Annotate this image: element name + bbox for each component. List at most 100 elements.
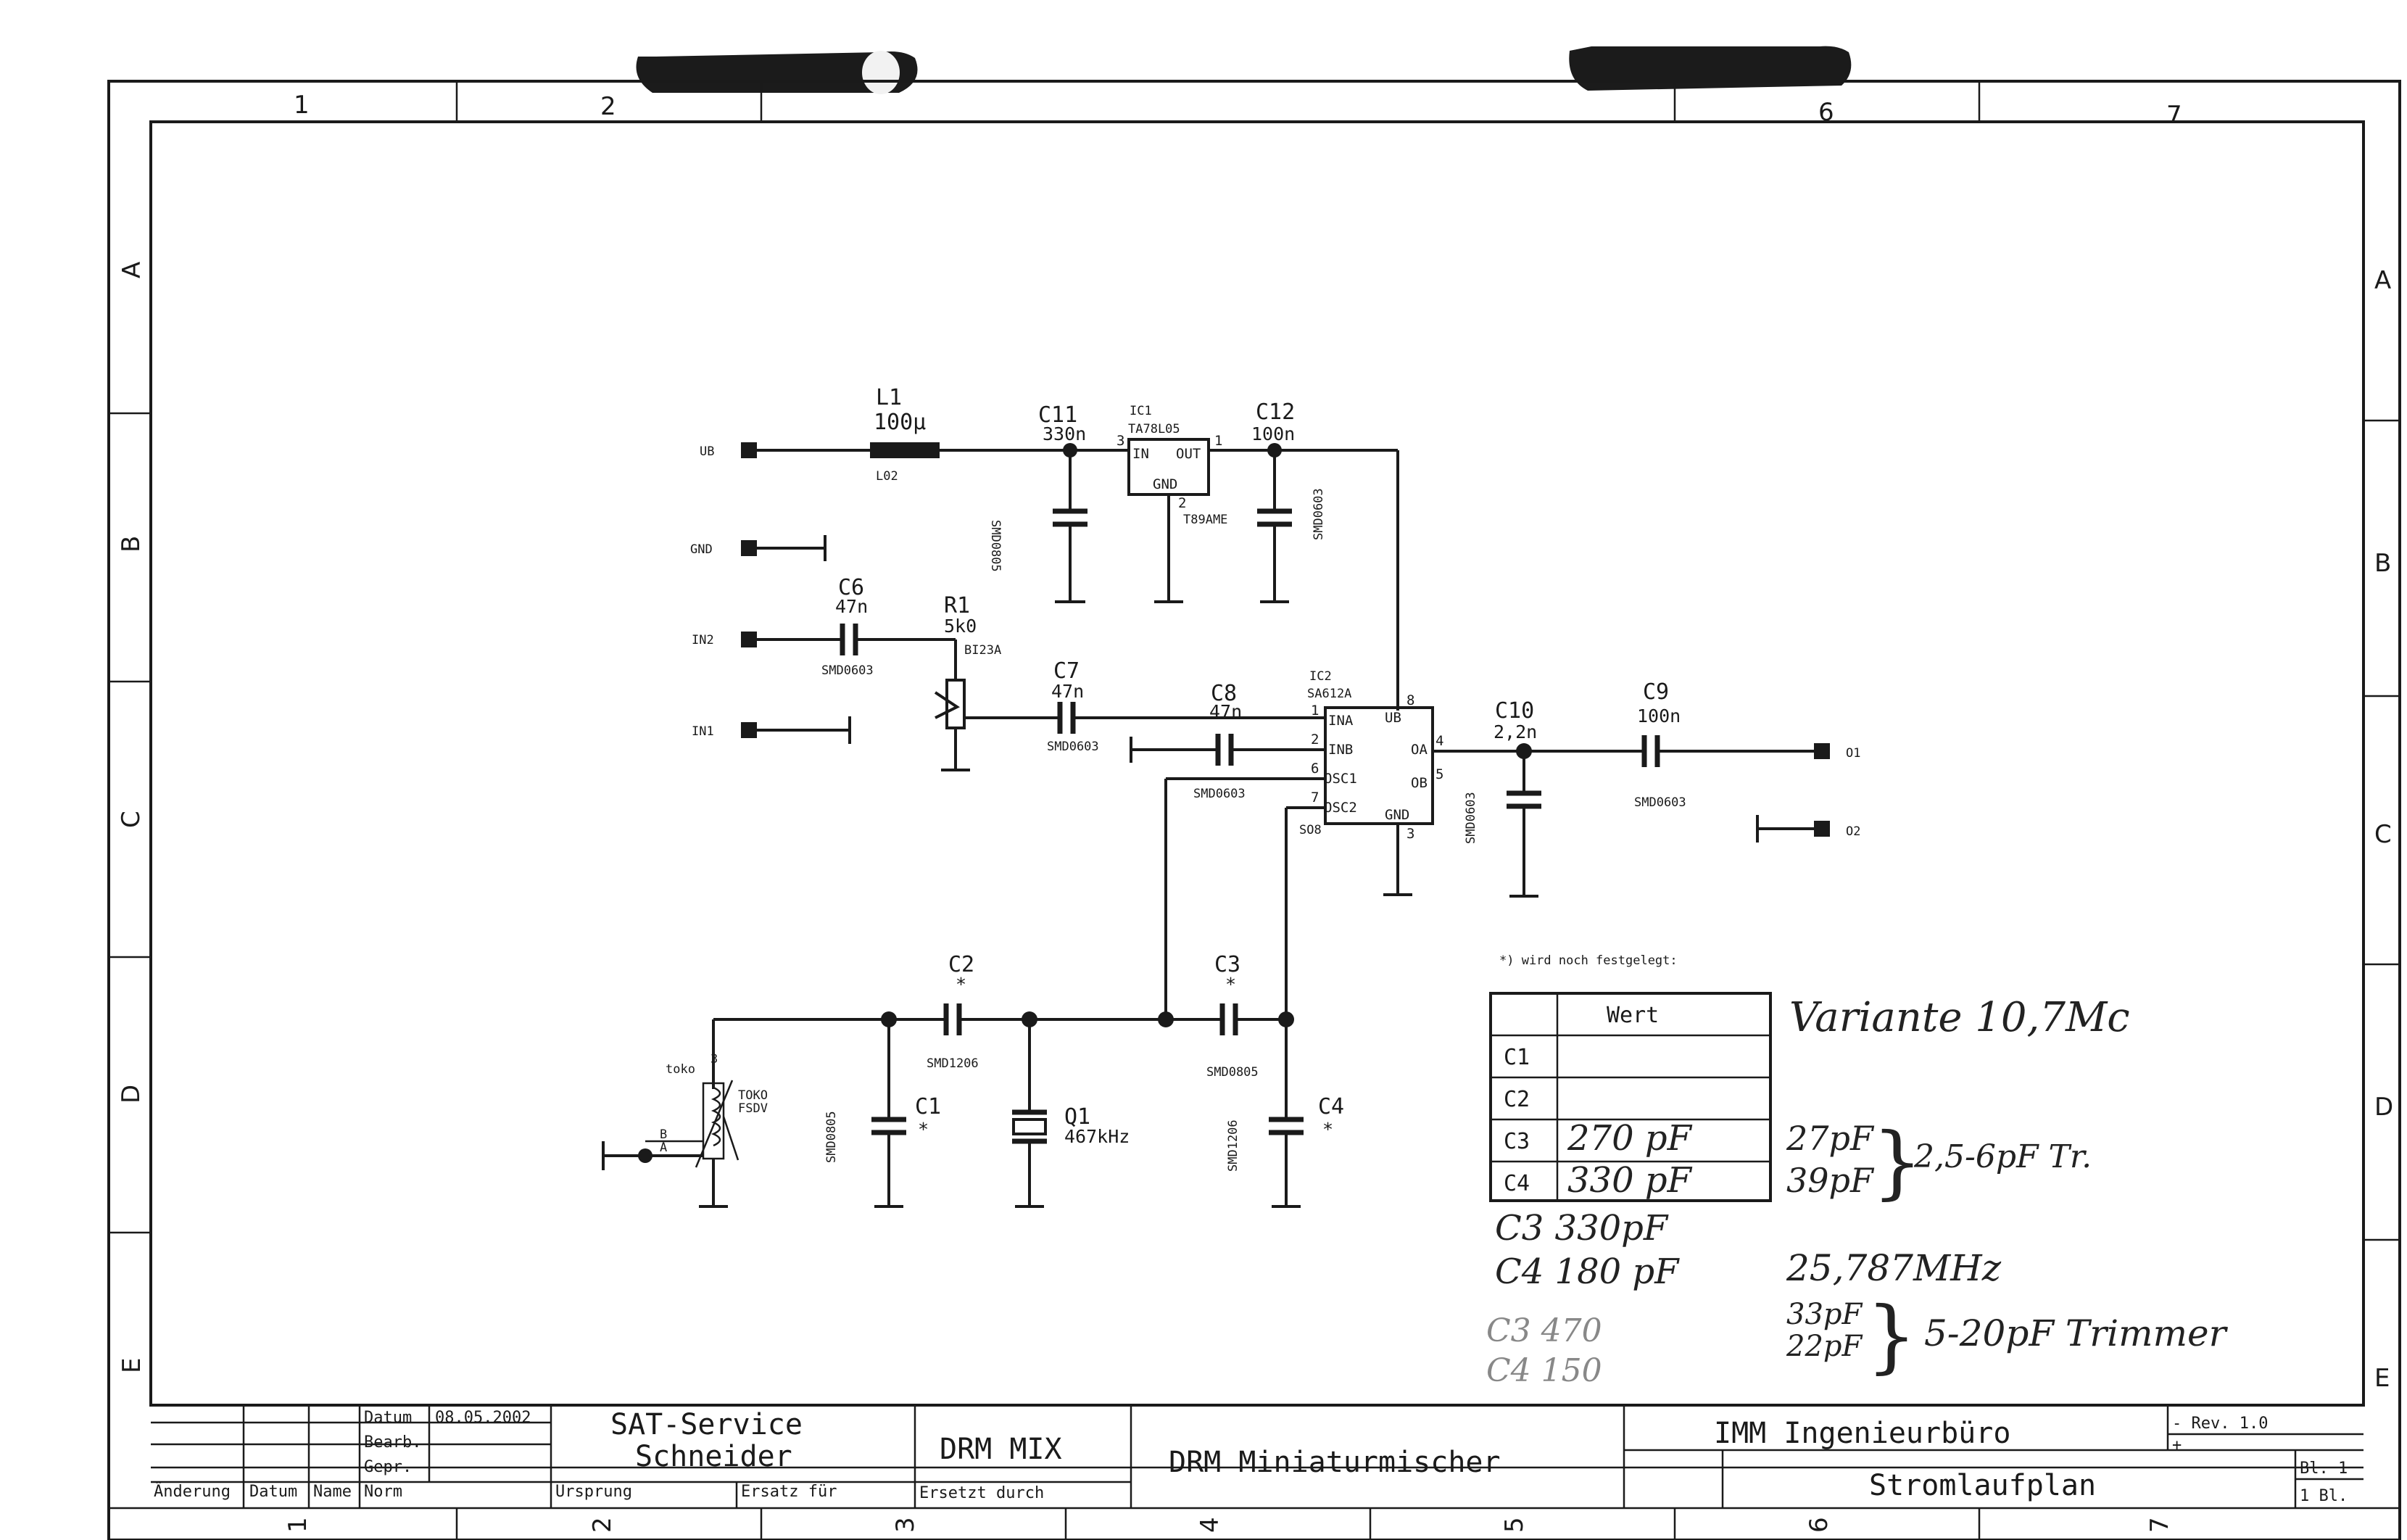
col-label: 5 xyxy=(1500,1517,1529,1533)
ic1-pin-in: IN xyxy=(1132,446,1149,462)
c6-package: SMD0603 xyxy=(821,663,874,678)
ic1-package: T89AME xyxy=(1183,513,1227,527)
c4-value: * xyxy=(1322,1119,1333,1140)
row-label: C xyxy=(117,811,146,828)
r1-value: 5k0 xyxy=(944,616,977,637)
ic2-num: 7 xyxy=(1311,790,1319,806)
c12-value: 100n xyxy=(1251,423,1295,444)
handwritten-note: 22pF xyxy=(1786,1330,1863,1363)
grid-labels: 1 2 6 7 A B C D E A B C D E 1 2 3 4 5 6 … xyxy=(117,91,2393,1533)
ic1-pin2: 2 xyxy=(1178,495,1186,511)
toko-pin-b: B xyxy=(660,1127,667,1142)
c12-package: SMD0603 xyxy=(1312,488,1326,540)
col-label: 2 xyxy=(588,1517,617,1533)
tb-company-line2: Schneider xyxy=(635,1440,792,1473)
handwritten-note: 5-20pF Trimmer xyxy=(1924,1312,2229,1354)
value-table xyxy=(1489,992,1772,1202)
c10-ref: C10 xyxy=(1495,698,1534,724)
row-label: E xyxy=(2374,1364,2390,1393)
in2-label: IN2 xyxy=(692,633,714,647)
brace: } xyxy=(1872,1115,1923,1208)
c8-value: 47n xyxy=(1209,701,1242,722)
output-section: C10 2,2n SMD0603 C9 100n SMD0603 O1 O2 xyxy=(1433,679,1860,898)
handwritten-note: Variante 10,7Mc xyxy=(1789,994,2130,1041)
c6-value: 47n xyxy=(835,596,868,617)
l1-inductor xyxy=(870,442,940,458)
in1-connector[interactable] xyxy=(741,722,757,738)
c8-ref: C8 xyxy=(1211,681,1237,706)
col-label: 3 xyxy=(891,1517,920,1533)
ic2-pin-ina: INA xyxy=(1328,713,1354,729)
c11-package: SMD0805 xyxy=(988,520,1003,572)
table-ref: C3 xyxy=(1504,1129,1530,1154)
ic2-part: SA612A xyxy=(1307,687,1351,701)
tb-plus: + xyxy=(2172,1436,2182,1454)
row-label: B xyxy=(117,536,146,552)
table-ref: C2 xyxy=(1504,1087,1530,1112)
c2-package: SMD1206 xyxy=(927,1056,979,1071)
row-label: D xyxy=(117,1085,146,1104)
brace: } xyxy=(1866,1289,1917,1382)
l1-value: 100µ xyxy=(874,410,926,435)
in1-label: IN1 xyxy=(692,724,714,739)
o2-connector[interactable] xyxy=(1814,821,1830,837)
tb-norm-label: Norm xyxy=(364,1483,402,1501)
c10-value: 2,2n xyxy=(1494,721,1537,742)
c7-package: SMD0603 xyxy=(1047,740,1099,754)
col-label: 2 xyxy=(600,92,616,121)
row-label: C xyxy=(2374,820,2392,849)
ic1-pin1: 1 xyxy=(1214,433,1222,449)
drawing-frame xyxy=(107,80,2401,1540)
o1-label: O1 xyxy=(1846,746,1860,761)
handwritten-note: C3 330pF xyxy=(1495,1208,1669,1249)
gnd-connector[interactable] xyxy=(741,540,757,556)
toko-label: toko xyxy=(666,1062,695,1077)
ic2-pin-inb: INB xyxy=(1328,742,1353,758)
o1-connector[interactable] xyxy=(1814,743,1830,759)
ic2-pin-osc2: OSC2 xyxy=(1324,800,1357,816)
tb-datum2: Datum xyxy=(249,1483,297,1501)
row-label: A xyxy=(117,262,146,278)
ic2-num: 5 xyxy=(1436,766,1443,782)
input-section: IN2 C6 47n SMD0603 R1 5k0 BI23A C7 47n S… xyxy=(692,575,1325,801)
ub-connector[interactable] xyxy=(741,442,757,458)
tb-ursprung: Ursprung xyxy=(555,1483,632,1501)
col-label: 4 xyxy=(1196,1517,1225,1533)
row-label: A xyxy=(2374,266,2391,295)
c3-value: * xyxy=(1225,974,1236,995)
handwritten-note: 33pF xyxy=(1786,1298,1863,1331)
col-label: 7 xyxy=(2145,1517,2174,1533)
in2-connector[interactable] xyxy=(741,632,757,647)
tb-sheet: Bl. 1 xyxy=(2300,1460,2348,1478)
c9-ref: C9 xyxy=(1643,679,1669,705)
table-header: Wert xyxy=(1607,1003,1659,1028)
toko-part: FSDV xyxy=(738,1101,768,1116)
c1-package: SMD0805 xyxy=(824,1111,839,1163)
c4-package: SMD1206 xyxy=(1226,1119,1240,1172)
col-label: 1 xyxy=(294,91,310,120)
ic1-part: TA78L05 xyxy=(1128,422,1180,436)
note-text: *) wird noch festgelegt: xyxy=(1499,953,1678,968)
handwritten-note: C4 180 pF xyxy=(1495,1251,1680,1292)
ic2-num: 3 xyxy=(1406,826,1414,842)
ic2-mixer: IC2 SA612A INA INB OSC1 OSC2 UB OA OB GN… xyxy=(1164,669,1443,1019)
ic2-pin-ob: OB xyxy=(1411,775,1428,791)
toko-pin-a: A xyxy=(660,1140,667,1155)
ic2-pin-ub: UB xyxy=(1385,710,1401,726)
c7-ref: C7 xyxy=(1053,658,1080,684)
table-ref: C4 xyxy=(1504,1171,1530,1196)
tb-firm: IMM Ingenieurbüro xyxy=(1714,1417,2010,1450)
power-supply-section: UB L1 100µ L02 C11 330n SMD0805 IC1 TA78… xyxy=(690,385,1399,711)
ic2-pin-osc1: OSC1 xyxy=(1324,771,1357,787)
tb-name: Name xyxy=(313,1483,352,1501)
c1-ref: C1 xyxy=(915,1094,941,1119)
q1-ref: Q1 xyxy=(1064,1104,1090,1130)
table-ref: C1 xyxy=(1504,1045,1530,1070)
ic2-num: 4 xyxy=(1436,733,1443,749)
ic1-pin-out: OUT xyxy=(1176,446,1201,462)
handwritten-note: 2,5-6pF Tr. xyxy=(1913,1138,2092,1175)
c2-value: * xyxy=(956,974,966,995)
c2-ref: C2 xyxy=(948,952,974,977)
ic1-pin3: 3 xyxy=(1116,433,1124,449)
